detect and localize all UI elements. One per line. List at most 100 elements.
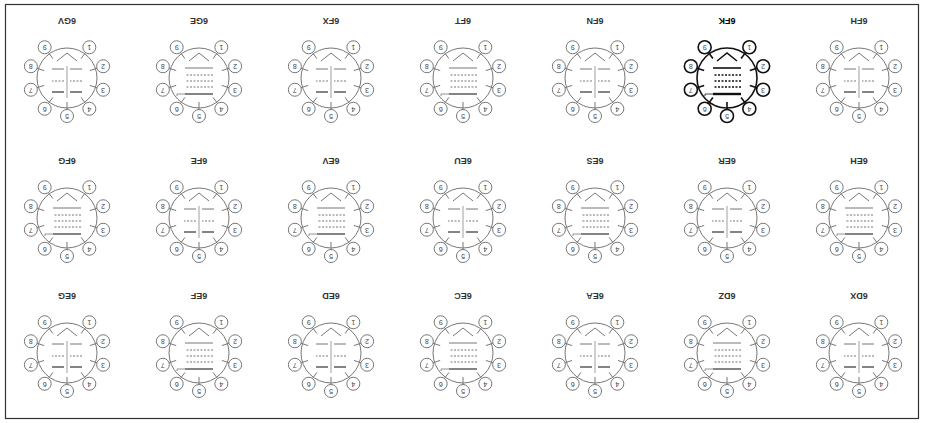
grid-symbol (581, 221, 609, 222)
pin-number: 5 (853, 250, 865, 262)
grid-symbol (53, 215, 81, 216)
grid-symbol (449, 75, 477, 76)
pin-number: 4 (743, 103, 755, 115)
pin-circle (493, 335, 506, 348)
plate-symbol (316, 366, 328, 368)
cathode-symbol (53, 208, 81, 209)
pin-number: 2 (229, 335, 241, 347)
tube-base: 6EC (408, 289, 518, 403)
plate-symbol (466, 231, 478, 233)
pin-circle (156, 335, 169, 348)
grid-symbol (712, 221, 724, 222)
cathode-symbol (862, 344, 874, 345)
pin-number: 9 (435, 316, 447, 328)
grid-symbol (581, 215, 609, 216)
pin-number: 8 (553, 335, 565, 347)
pin-circle (611, 102, 624, 115)
heater-symbol (57, 328, 77, 336)
heater-symbol (189, 193, 209, 201)
pin-number: 8 (685, 335, 697, 347)
pin-circle (757, 358, 770, 371)
pin-circle (566, 41, 579, 54)
grid-symbol (449, 362, 477, 363)
pin-circle (97, 60, 110, 73)
pin-number: 9 (303, 316, 315, 328)
pin-circle (215, 316, 228, 329)
pin-number: 8 (421, 200, 433, 212)
pin-number: 1 (83, 316, 95, 328)
pin-circle (479, 102, 492, 115)
tube-base: 6GV (12, 14, 122, 128)
cathode-symbol (598, 344, 610, 345)
pin-circle (853, 385, 866, 398)
pin-circle (757, 83, 770, 96)
pin-number: 1 (743, 41, 755, 53)
pin-circle (552, 83, 565, 96)
pin-number: 1 (215, 316, 227, 328)
pin-circle (97, 335, 110, 348)
pin-number: 7 (553, 224, 565, 236)
pin-circle (288, 83, 301, 96)
cathode-symbol (334, 69, 346, 70)
pin-circle (684, 223, 697, 236)
tube-envelope (433, 188, 493, 248)
tube-envelope (565, 188, 625, 248)
pin-circle (420, 223, 433, 236)
pin-circle (24, 335, 37, 348)
tube-base: 6GE (144, 14, 254, 128)
tube-envelope (301, 48, 361, 108)
cathode-symbol (184, 209, 196, 210)
tube-base: 6EH (804, 154, 914, 268)
pin-number: 1 (611, 181, 623, 193)
tube-base: 6FE (144, 154, 254, 268)
plate-symbol (52, 91, 64, 93)
cathode-symbol (712, 209, 724, 210)
tube-type: 6EF (144, 291, 254, 301)
pin-number: 2 (361, 60, 373, 72)
cathode-symbol (598, 69, 610, 70)
pin-number: 6 (699, 103, 711, 115)
grid-symbol (845, 215, 873, 216)
pin-circle (170, 316, 183, 329)
pin-circle (361, 200, 374, 213)
pin-circle (83, 316, 96, 329)
pin-number: 6 (171, 103, 183, 115)
pin-circle (830, 316, 843, 329)
pin-circle (479, 377, 492, 390)
pin-number: 3 (889, 84, 901, 96)
pin-number: 7 (289, 224, 301, 236)
pin-circle (193, 250, 206, 263)
pin-circle (816, 60, 829, 73)
tube-type: 6EA (540, 291, 650, 301)
pin-circle (889, 200, 902, 213)
tube-type: 6FK (672, 16, 782, 26)
grid-symbol (730, 221, 742, 222)
grid-symbol (70, 356, 82, 357)
pin-circle (215, 181, 228, 194)
grid-symbol (53, 227, 81, 228)
plate-lead (573, 234, 581, 236)
pin-number: 8 (553, 60, 565, 72)
pin-circle (361, 83, 374, 96)
pin-number: 8 (25, 200, 37, 212)
pin-number: 1 (479, 41, 491, 53)
pin-number: 3 (493, 359, 505, 371)
pin-circle (875, 316, 888, 329)
cathode-symbol (580, 69, 592, 70)
pin-circle (853, 250, 866, 263)
shield-line (199, 206, 200, 238)
pin-circle (757, 335, 770, 348)
pin-circle (611, 242, 624, 255)
pin-number: 8 (421, 60, 433, 72)
heater-symbol (321, 53, 341, 61)
plate-symbol (70, 91, 82, 93)
pin-circle (38, 41, 51, 54)
pin-number: 4 (347, 378, 359, 390)
pin-circle (288, 358, 301, 371)
grid-symbol (334, 81, 346, 82)
tube-envelope (301, 188, 361, 248)
tube-base: 6ED (276, 289, 386, 403)
pin-circle (875, 41, 888, 54)
pin-number: 4 (875, 103, 887, 115)
